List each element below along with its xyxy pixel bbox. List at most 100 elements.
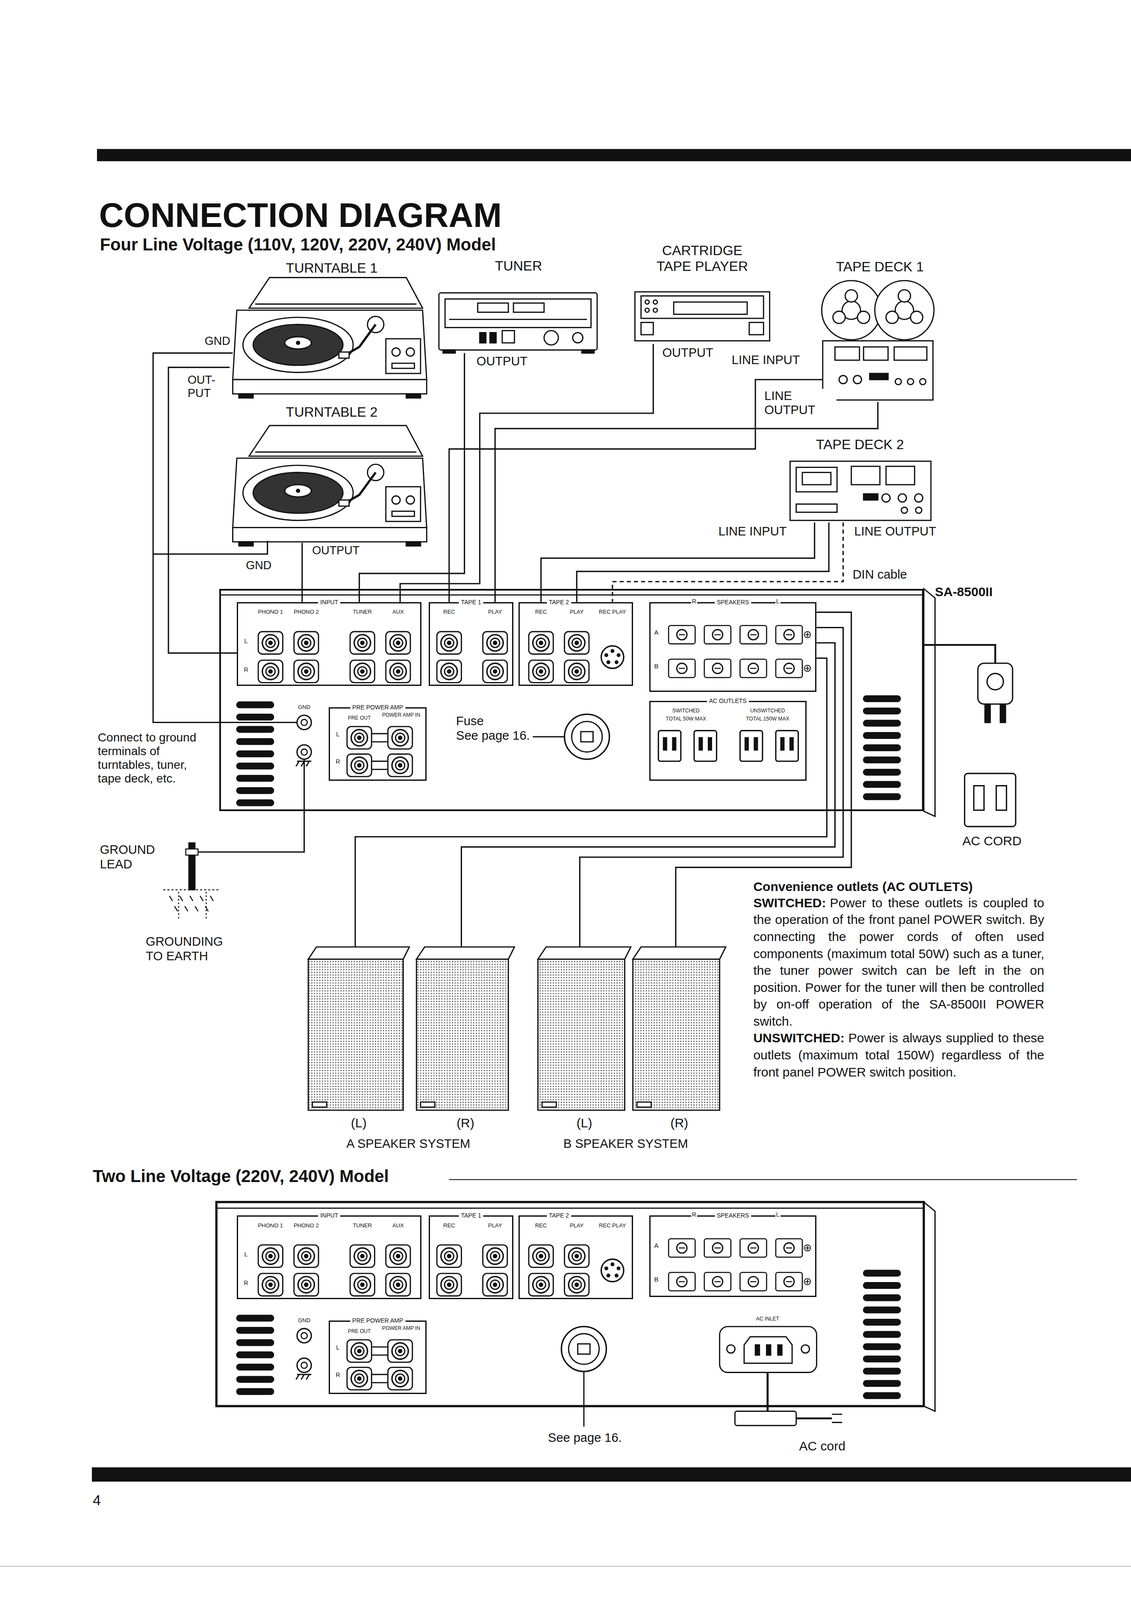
turntable-drawing — [249, 277, 423, 309]
reel-deck-drawing — [833, 311, 846, 324]
reel-deck-drawing — [821, 280, 934, 401]
reel-deck-drawing — [869, 373, 889, 380]
callout-label: R — [691, 1211, 698, 1219]
panel-drawing-two-voltage — [601, 1259, 625, 1282]
panel-drawing-two-voltage — [483, 1273, 508, 1297]
turntable-drawing — [232, 425, 427, 547]
callout-label: R — [691, 597, 698, 605]
ground-wire — [153, 353, 298, 723]
panel-drawing-two-voltage — [294, 1273, 319, 1297]
panel-drawing-two-voltage — [704, 1272, 731, 1292]
panel-drawing-two-voltage — [719, 1326, 817, 1373]
panel-drawing-two-voltage — [483, 1245, 508, 1268]
callout-label: L — [335, 730, 341, 738]
note-text: Power to these outlets is coupled to the… — [753, 895, 1045, 1029]
tuner-drawing — [489, 332, 496, 343]
reel-deck-drawing — [919, 378, 926, 385]
tuner-drawing — [544, 330, 559, 345]
panel-drawing — [704, 659, 731, 678]
tuner-unit: TUNER — [436, 258, 601, 354]
panel-drawing-two-voltage — [739, 1272, 767, 1292]
speaker-cabinet: (R) — [633, 947, 726, 1131]
group-heading: SPEAKERS — [714, 1212, 752, 1220]
reel-deck-drawing — [874, 280, 935, 340]
page-rule — [97, 149, 1131, 162]
panel-drawing-two-voltage — [296, 1374, 312, 1380]
callout-label: A — [653, 628, 660, 637]
callout-label: PLAY — [487, 609, 503, 616]
group-heading: AC OUTLETS — [706, 697, 749, 705]
ac-cord-drawing — [964, 773, 1016, 827]
panel-drawing-two-voltage — [236, 1352, 274, 1358]
device-label: TUNER — [494, 258, 542, 274]
callout-label: SWITCHED — [671, 708, 701, 715]
tape-deck-unit: TAPE DECK 1 — [822, 259, 937, 402]
speaker-terminal-group: SPEAKERS — [649, 1215, 817, 1298]
panel-drawing — [350, 660, 375, 684]
device-label: TAPE DECK 1 — [836, 259, 925, 275]
callout-label: REC — [442, 1222, 456, 1230]
speaker-cabinet-drawing — [308, 947, 726, 1111]
panel-drawing-two-voltage — [528, 1273, 554, 1297]
speaker-cabinet-drawing — [416, 959, 509, 1111]
group-heading: TAPE 2 — [546, 1212, 572, 1220]
callout-label: OUTPUT — [475, 354, 529, 369]
cassette-deck-drawing — [901, 507, 908, 514]
panel-drawing-two-voltage — [863, 1319, 901, 1326]
panel-drawing — [564, 631, 590, 655]
turntable-drawing — [344, 324, 376, 356]
callout-label: Two Line Voltage (220V, 240V) Model — [91, 1166, 390, 1187]
speaker-cabinet-drawing — [416, 947, 515, 960]
panel-drawing — [804, 665, 811, 672]
ac-cord-drawing — [973, 786, 984, 811]
panel-drawing-two-voltage — [350, 1245, 375, 1268]
panel-drawing — [219, 594, 924, 596]
speaker-cabinet-drawing — [538, 947, 631, 960]
panel-drawing-two-voltage — [564, 1245, 590, 1268]
panel-drawing — [297, 745, 312, 760]
panel-drawing-two-voltage — [775, 1272, 803, 1292]
panel-drawing — [236, 775, 274, 782]
cassette-deck-drawing — [796, 504, 838, 513]
callout-label: PLAY — [487, 1222, 503, 1230]
turntable-drawing — [406, 394, 421, 399]
callout-label: LINE OUTPUT — [853, 524, 937, 539]
reel-deck-drawing — [886, 311, 899, 324]
reel-deck-drawing — [834, 347, 860, 361]
signal-cable — [675, 612, 852, 948]
signal-cable — [168, 367, 237, 654]
callout-label: GND — [297, 704, 312, 711]
page-rule — [0, 1566, 1131, 1567]
callout-label: L — [775, 1211, 781, 1219]
din-cable — [612, 522, 844, 603]
cassette-deck-drawing — [863, 494, 878, 501]
cartridge-player-drawing — [634, 291, 770, 342]
speaker-cabinet-drawing — [308, 959, 404, 1111]
turntable-drawing — [406, 347, 415, 357]
cassette-deck-drawing — [796, 467, 838, 492]
grounding-rod — [169, 895, 214, 912]
panel-drawing — [564, 714, 610, 760]
panel-drawing — [347, 754, 372, 778]
device-label: TURNTABLE 2 — [285, 404, 378, 421]
speaker-cabinet-drawing — [633, 947, 726, 960]
reel-deck-drawing — [857, 311, 870, 324]
grounding-rod — [163, 889, 221, 891]
speaker-cabinet: (L) — [308, 947, 410, 1131]
reel-deck-drawing — [839, 375, 848, 384]
tape-deck-unit: TAPE DECK 2 — [786, 436, 934, 523]
reel-deck-drawing — [910, 311, 923, 324]
panel-drawing-two-voltage — [387, 1367, 413, 1391]
panel-drawing — [236, 763, 274, 769]
panel-drawing — [804, 631, 811, 638]
panel-drawing — [528, 631, 554, 655]
panel-drawing-two-voltage — [385, 1245, 411, 1268]
panel-drawing — [601, 645, 625, 669]
panel-drawing-two-voltage — [777, 1345, 783, 1356]
speaker-terminal-group: SPEAKERS — [649, 602, 817, 693]
callout-label: PLAY — [568, 609, 585, 616]
callout-label: Fuse — [455, 714, 485, 729]
panel-drawing-two-voltage — [347, 1340, 372, 1363]
panel-drawing — [258, 631, 283, 655]
note-block: Convenience outlets (AC OUTLETS)SWITCHED… — [753, 879, 1045, 1081]
